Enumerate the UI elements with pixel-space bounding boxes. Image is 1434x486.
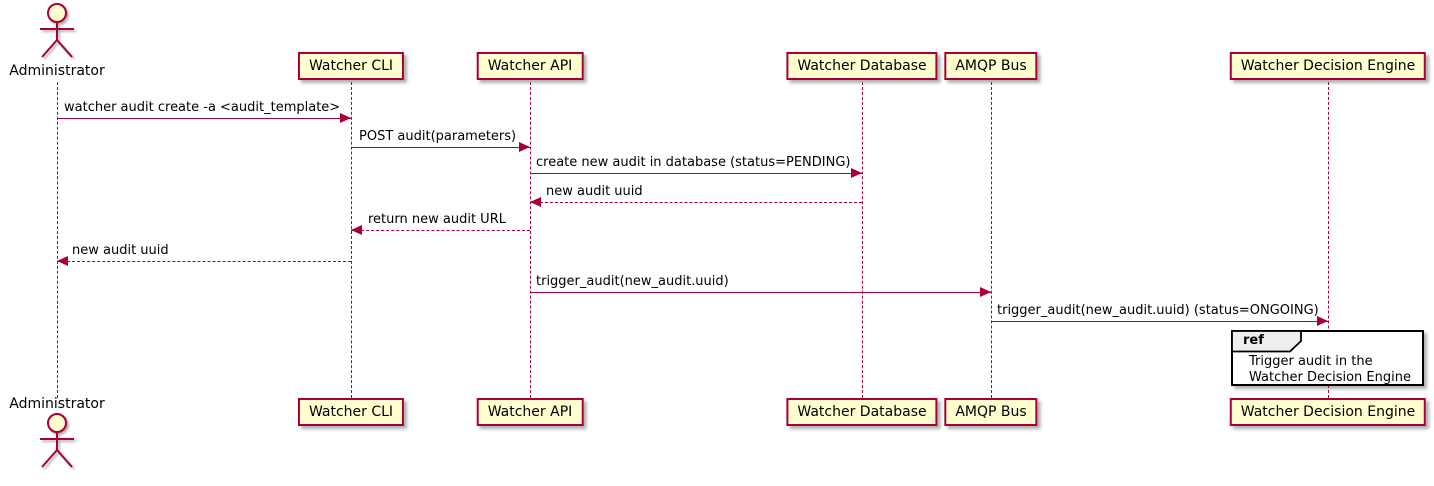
- message-line: [991, 321, 1328, 322]
- arrowhead-right-icon: [340, 113, 351, 123]
- message-line: [530, 202, 862, 203]
- message-label-post-audit: POST audit(parameters): [359, 129, 517, 144]
- participant-watcher-cli-bottom: Watcher CLI: [297, 398, 405, 426]
- actor-label-bottom: Administrator: [9, 396, 105, 412]
- participant-watcher-api-top: Watcher API: [476, 52, 584, 80]
- participant-watcher-cli-top: Watcher CLI: [297, 52, 405, 80]
- lifeline-watcher-api: [530, 82, 531, 398]
- lifeline-watcher-decision-engine: [1328, 82, 1329, 398]
- message-label-return-audit-url: return new audit URL: [368, 212, 506, 227]
- arrowhead-right-icon: [851, 168, 862, 178]
- message-line: [351, 147, 530, 148]
- message-label-new-audit-uuid-admin: new audit uuid: [72, 243, 169, 258]
- actor-label-top: Administrator: [9, 63, 105, 79]
- ref-text: Trigger audit in the Watcher Decision En…: [1249, 354, 1411, 386]
- ref-keyword: ref: [1243, 333, 1264, 348]
- arrowhead-right-icon: [980, 287, 991, 297]
- message-line: [57, 261, 351, 262]
- message-line: [351, 230, 530, 231]
- participant-watcher-database-bottom: Watcher Database: [786, 398, 938, 426]
- message-line: [530, 173, 862, 174]
- lifeline-administrator: [57, 82, 58, 398]
- ref-text-line-2: Watcher Decision Engine: [1249, 370, 1411, 385]
- ref-text-line-1: Trigger audit in the: [1249, 354, 1373, 369]
- arrowhead-right-icon: [1317, 316, 1328, 326]
- participant-watcher-api-bottom: Watcher API: [476, 398, 584, 426]
- participant-watcher-decision-engine-bottom: Watcher Decision Engine: [1229, 398, 1427, 426]
- actor-icon: [40, 3, 74, 58]
- lifeline-watcher-database: [862, 82, 863, 398]
- lifeline-watcher-cli: [351, 82, 352, 398]
- arrowhead-left-icon: [530, 197, 541, 207]
- arrowhead-right-icon: [519, 142, 530, 152]
- arrowhead-left-icon: [351, 225, 362, 235]
- lifeline-amqp-bus: [991, 82, 992, 398]
- message-label-audit-create: watcher audit create -a <audit_template>: [64, 100, 341, 115]
- participant-amqp-bus-top: AMQP Bus: [944, 52, 1038, 80]
- message-label-trigger-audit: trigger_audit(new_audit.uuid): [536, 274, 729, 289]
- ref-tag-shape: [1231, 330, 1302, 353]
- message-line: [57, 118, 351, 119]
- message-label-new-audit-uuid-db: new audit uuid: [546, 184, 643, 199]
- message-line: [530, 292, 991, 293]
- message-label-create-audit-db: create new audit in database (status=PEN…: [536, 155, 851, 170]
- participant-watcher-database-top: Watcher Database: [786, 52, 938, 80]
- message-label-trigger-audit-ongoing: trigger_audit(new_audit.uuid) (status=ON…: [997, 303, 1319, 318]
- actor-icon: [40, 413, 74, 468]
- participant-watcher-decision-engine-top: Watcher Decision Engine: [1229, 52, 1427, 80]
- participant-amqp-bus-bottom: AMQP Bus: [944, 398, 1038, 426]
- arrowhead-left-icon: [57, 256, 68, 266]
- ref-fragment: ref Trigger audit in the Watcher Decisio…: [1231, 330, 1424, 386]
